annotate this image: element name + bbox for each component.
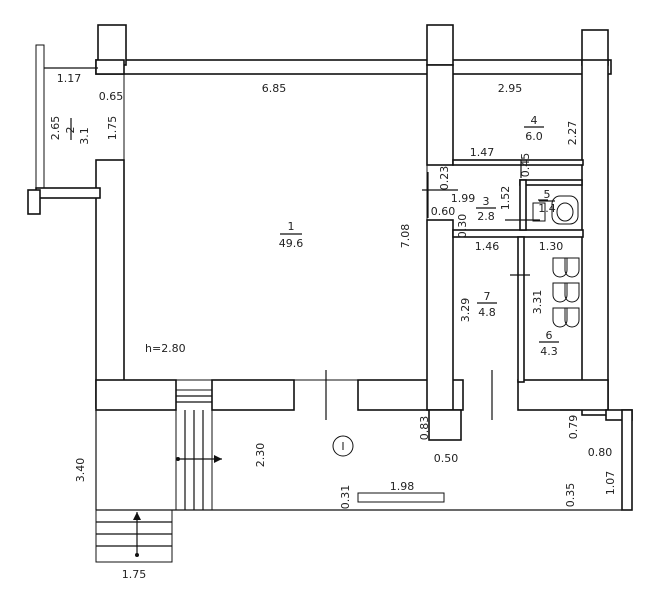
room-1-area: 49.6 xyxy=(279,237,304,250)
dim-7-08: 7.08 xyxy=(399,224,412,249)
dim-0-23: 0.23 xyxy=(438,166,451,191)
outer-walls xyxy=(27,24,633,511)
dim-0-83: 0.83 xyxy=(418,416,431,441)
room-5-area: 1.4 xyxy=(538,202,556,215)
dim-1-52: 1.52 xyxy=(499,186,512,211)
dim-1-98: 1.98 xyxy=(390,480,415,493)
dim-0-31: 0.31 xyxy=(339,485,352,510)
dim-1-30: 1.30 xyxy=(539,240,564,253)
dim-3-31: 3.31 xyxy=(531,290,544,315)
dim-1-07: 1.07 xyxy=(604,471,617,496)
dim-1-75-left: 1.75 xyxy=(106,116,119,141)
room-7-number: 7 xyxy=(484,290,491,303)
door-openings xyxy=(325,160,548,420)
dim-2-95: 2.95 xyxy=(498,82,523,95)
room-4-number: 4 xyxy=(531,114,538,127)
room-7-area: 4.8 xyxy=(478,306,496,319)
dim-0-35: 0.35 xyxy=(564,483,577,508)
dim-1-99: 1.99 xyxy=(451,192,476,205)
dim-3-29: 3.29 xyxy=(459,298,472,323)
dimension-labels: 6.85 2.95 1.17 0.65 1.47 1.99 0.60 1.46 … xyxy=(57,72,613,581)
marker-symbol: I xyxy=(341,440,344,453)
room-4-area: 6.0 xyxy=(525,130,543,143)
ledge xyxy=(357,492,445,503)
entrance-stairs xyxy=(95,389,222,563)
room-1-number: 1 xyxy=(288,220,295,233)
dim-0-79: 0.79 xyxy=(567,415,580,440)
room-6-number: 6 xyxy=(546,329,553,342)
dim-0-30: 0.30 xyxy=(456,214,469,239)
dim-0-50: 0.50 xyxy=(434,452,459,465)
dim-1-47: 1.47 xyxy=(470,146,495,159)
room-6-area: 4.3 xyxy=(540,345,558,358)
dim-2-27: 2.27 xyxy=(566,121,579,146)
dim-3-40: 3.40 xyxy=(74,458,87,483)
dim-1-75-bottom: 1.75 xyxy=(122,568,147,581)
room-3-area: 2.8 xyxy=(477,210,495,223)
dim-0-80: 0.80 xyxy=(588,446,613,459)
room-labels: 1 49.6 2 3.1 3 2.8 4 6.0 5 1.4 6 4.3 7 4… xyxy=(64,114,559,358)
room-2-area: 3.1 xyxy=(78,127,91,145)
dim-2-30: 2.30 xyxy=(254,443,267,468)
ceiling-height: h=2.80 xyxy=(145,342,186,355)
vertical-dimension-labels: 2.65 1.75 2.27 0.45 0.23 1.52 0.30 7.08 … xyxy=(49,116,617,510)
room-3-number: 3 xyxy=(483,195,490,208)
room-5-number: 5 xyxy=(544,188,551,201)
dim-2-65: 2.65 xyxy=(49,116,62,141)
marker-icon xyxy=(332,435,354,457)
dim-0-60: 0.60 xyxy=(431,205,456,218)
dim-6-85: 6.85 xyxy=(262,82,287,95)
dim-0-65: 0.65 xyxy=(99,90,124,103)
dim-0-45: 0.45 xyxy=(519,153,532,178)
dim-1-46: 1.46 xyxy=(475,240,500,253)
plumbing-fixtures xyxy=(532,195,580,328)
dim-1-17: 1.17 xyxy=(57,72,82,85)
room-1-outline xyxy=(123,73,428,381)
